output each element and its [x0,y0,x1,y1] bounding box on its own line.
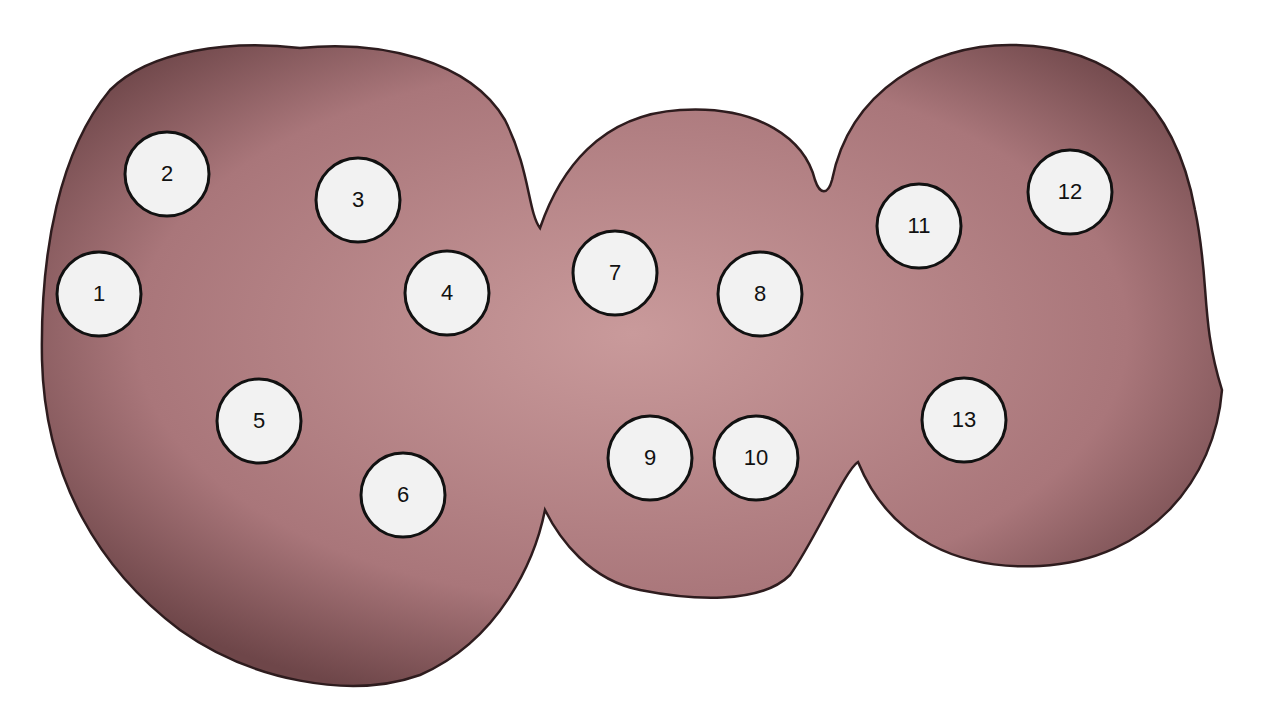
callout-circle: 13 [920,376,1008,464]
callout-circle: 11 [875,182,963,270]
callout-number: 5 [253,410,265,432]
callout-number: 1 [93,283,105,305]
callout-number: 8 [754,283,766,305]
callout-number: 11 [908,215,931,237]
callout-circle: 7 [571,229,659,317]
callout-number: 9 [644,447,656,469]
callout-number: 12 [1058,181,1082,203]
callout-circle: 10 [712,414,800,502]
callout-circle: 8 [716,250,804,338]
callout-circle: 3 [314,156,402,244]
callout-circle: 2 [123,130,211,218]
callout-circle: 4 [403,249,491,337]
callout-number: 2 [161,163,173,185]
callout-number: 6 [397,484,409,506]
callout-circle: 1 [55,250,143,338]
callout-number: 4 [441,282,453,304]
callout-circle: 9 [606,414,694,502]
callout-circle: 12 [1026,148,1114,236]
callout-circle: 5 [215,377,303,465]
callout-number: 13 [952,409,976,431]
callout-number: 10 [744,447,768,469]
callout-number: 3 [352,189,364,211]
callout-circle: 6 [359,451,447,539]
callout-number: 7 [609,262,621,284]
